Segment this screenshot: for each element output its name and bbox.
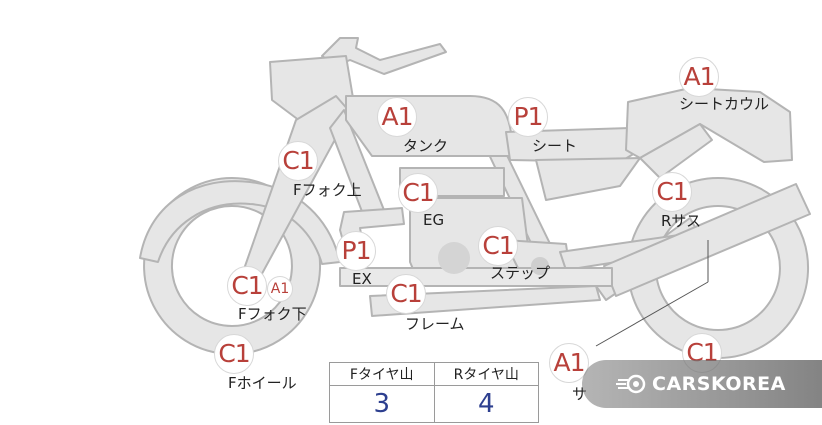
grade-f-wheel: C1 [214,334,254,374]
label-engine: EG [423,211,445,229]
grade-tank: A1 [377,97,417,137]
engine-detail-icon [438,242,470,274]
watermark-text: CARSKOREA [652,373,786,395]
label-f-fork-upper: Fフォク上 [293,181,362,199]
label-f-wheel: Fホイール [228,374,297,392]
grade-step: C1 [478,226,518,266]
table-header-front-tread: Fタイヤ山 [329,362,435,386]
grade-r-suspension: C1 [652,172,692,212]
grade-f-fork-lower: C1 [227,266,267,306]
grade-frame: C1 [386,274,426,314]
label-seat: シート [532,137,578,155]
carskorea-logo-icon [616,374,646,394]
silencer-leader-line [595,281,709,347]
table-value-rear-tread: 4 [433,385,539,423]
table-header-rear-tread: Rタイヤ山 [433,362,539,386]
label-seat-cowl: シートカウル [679,95,770,113]
grade-f-fork-lower-secondary: A1 [267,276,293,302]
grade-f-fork-upper: C1 [278,141,318,181]
label-frame: フレーム [405,315,465,333]
tire-tread-table: Fタイヤ山 Rタイヤ山 3 4 [329,362,539,423]
label-r-suspension: Rサス [661,212,702,230]
grade-seat-cowl: A1 [679,57,719,97]
step-detail-icon [531,257,549,275]
label-exhaust: EX [352,270,372,288]
grade-seat: P1 [508,97,548,137]
table-value-front-tread: 3 [329,385,435,423]
label-f-fork-lower: Fフォク下 [238,305,307,323]
label-tank: タンク [403,137,449,155]
grade-exhaust: P1 [336,231,376,271]
grade-engine: C1 [398,173,438,213]
carskorea-watermark: CARSKOREA [582,360,822,408]
label-step: ステップ [490,264,551,282]
